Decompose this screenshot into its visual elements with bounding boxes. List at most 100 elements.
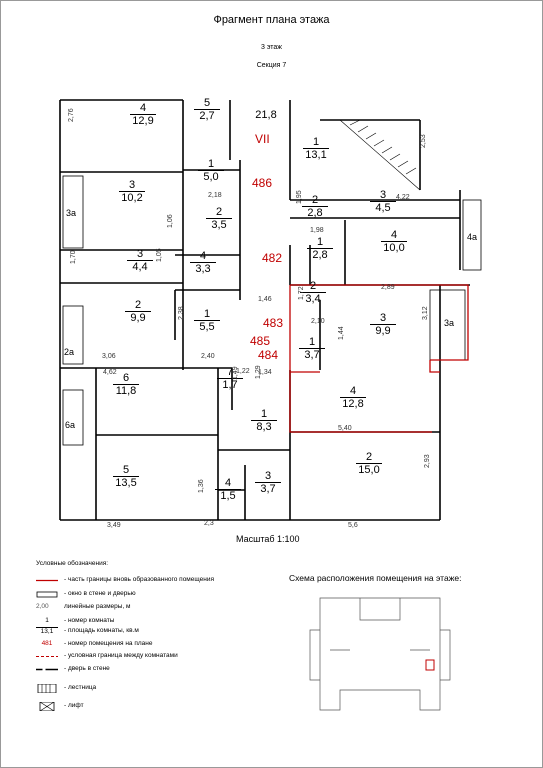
dimension-label: 1,70 bbox=[70, 250, 77, 264]
legend-item: 13,1 - площадь комнаты, кв.м bbox=[36, 627, 296, 636]
annex-label: 2а bbox=[64, 347, 75, 357]
dimension-label: 1,49 bbox=[232, 366, 239, 380]
dimension-label: 3,06 bbox=[102, 353, 116, 360]
legend-item: - окно в стене и дверью bbox=[36, 590, 296, 599]
dimension-label: 4,62 bbox=[103, 369, 117, 376]
room-area: 2,7 bbox=[194, 109, 220, 123]
room-area: 4,4 bbox=[127, 260, 153, 274]
room-area: 15,0 bbox=[356, 463, 382, 477]
room-number: 1 bbox=[207, 158, 215, 170]
room-number: 2 bbox=[215, 206, 223, 218]
staircase bbox=[339, 119, 421, 191]
room-area: 3,7 bbox=[299, 348, 325, 362]
room-number: 4 bbox=[139, 102, 147, 114]
room-number bbox=[241, 97, 291, 109]
room-area: 5,5 bbox=[194, 320, 220, 334]
dimension-label: 2,40 bbox=[201, 353, 215, 360]
room-area: 10,0 bbox=[381, 241, 407, 255]
room-area: 3,7 bbox=[255, 482, 281, 496]
dimension-label: 3,12 bbox=[422, 306, 429, 320]
room-code: 486 bbox=[252, 176, 273, 190]
room-number: 1 bbox=[316, 236, 324, 248]
code-sample: 481 bbox=[41, 640, 53, 647]
room-number: 3 bbox=[128, 179, 136, 191]
room-number: 2 bbox=[365, 451, 373, 463]
room-number: 6 bbox=[122, 372, 130, 384]
legend-item: - лестница bbox=[36, 684, 296, 693]
room-code: VII bbox=[255, 132, 270, 146]
room-number: 3 bbox=[379, 312, 387, 324]
elevator-icon bbox=[39, 702, 55, 711]
dimension-label: 2,76 bbox=[68, 108, 75, 122]
room-number: 7 bbox=[226, 366, 234, 378]
legend-item: - дверь в стене bbox=[36, 665, 296, 674]
dimension-label: 1,05 bbox=[156, 248, 163, 262]
room-area: 13,1 bbox=[303, 148, 329, 162]
room-area: 10,2 bbox=[119, 191, 145, 205]
dimension-label: 2,53 bbox=[420, 134, 427, 148]
room-code: 485 bbox=[250, 334, 271, 348]
room-area: 8,3 bbox=[251, 420, 277, 434]
room-code: 482 bbox=[262, 251, 283, 265]
room-code: 484 bbox=[258, 348, 279, 362]
dimension-label: 2,18 bbox=[208, 192, 222, 199]
room-number: 3 bbox=[379, 189, 387, 201]
floor-scheme bbox=[309, 597, 451, 711]
dimension-label: 1,06 bbox=[167, 214, 174, 228]
dimension-label: 2,10 bbox=[311, 318, 325, 325]
annex-label: 3а bbox=[66, 208, 77, 218]
room-area: 3,5 bbox=[206, 218, 232, 232]
legend-item: - условная граница между комнатами bbox=[36, 652, 296, 661]
annex-label: 3а bbox=[444, 318, 455, 328]
dimension-label: 1,36 bbox=[198, 479, 205, 493]
dimension-label: 1,29 bbox=[255, 365, 262, 379]
dimension-label: 3,49 bbox=[107, 522, 121, 529]
stairs-icon bbox=[37, 684, 57, 693]
floor-label: 3 этаж bbox=[261, 44, 282, 51]
legend-item: 481 - номер помещения на плане bbox=[36, 640, 296, 649]
room-area: 2,8 bbox=[307, 248, 333, 262]
window-icon bbox=[36, 591, 58, 598]
dimension-label: 1,22 bbox=[236, 368, 250, 375]
legend-item: - лифт bbox=[36, 702, 296, 711]
red-line-icon bbox=[36, 579, 58, 582]
dimension-label: 1,72 bbox=[298, 286, 305, 300]
room-area: 4,5 bbox=[370, 201, 396, 215]
dimension-label: 1,98 bbox=[310, 227, 324, 234]
room-number: 1 bbox=[312, 136, 320, 148]
room-number: 4 bbox=[224, 477, 232, 489]
room-number: 1 bbox=[308, 336, 316, 348]
legend-item: - часть границы вновь образованного поме… bbox=[36, 576, 296, 585]
dimension-label: 1,46 bbox=[258, 296, 272, 303]
dim-sample: 2,00 bbox=[36, 603, 49, 610]
scheme-title: Схема расположения помещения на этаже: bbox=[289, 573, 462, 583]
room-number: 4 bbox=[349, 385, 357, 397]
room-number: 3 bbox=[264, 470, 272, 482]
dimension-label: 2,93 bbox=[424, 454, 431, 468]
premises-boundary bbox=[289, 284, 469, 433]
dashed-line-icon bbox=[36, 656, 58, 657]
room-area: 9,9 bbox=[125, 311, 151, 325]
